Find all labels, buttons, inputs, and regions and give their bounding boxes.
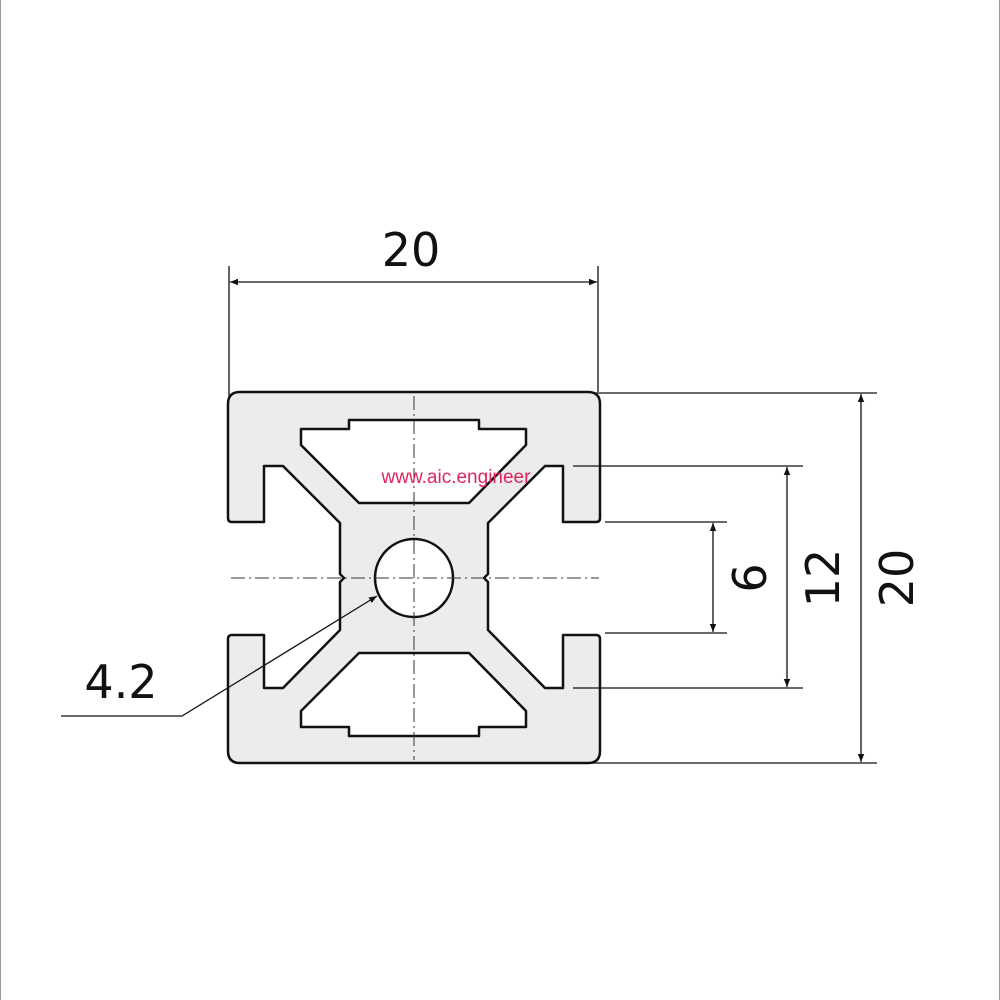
watermark: www.aic.engineer [381,467,532,488]
profile-outline [226,390,602,765]
hole-diameter-leader [61,595,378,717]
slot-outer-dimension [573,465,803,689]
height-dimension [591,392,877,764]
center-lines [231,396,599,760]
slot-opening-label: 6 [723,563,777,592]
width-dimension [228,266,599,396]
hole-diameter-label: 4.2 [84,655,157,709]
slot-opening-dimension [605,521,727,634]
width-label: 20 [382,223,441,277]
height-label: 20 [870,549,924,608]
slot-outer-label: 12 [796,549,850,608]
